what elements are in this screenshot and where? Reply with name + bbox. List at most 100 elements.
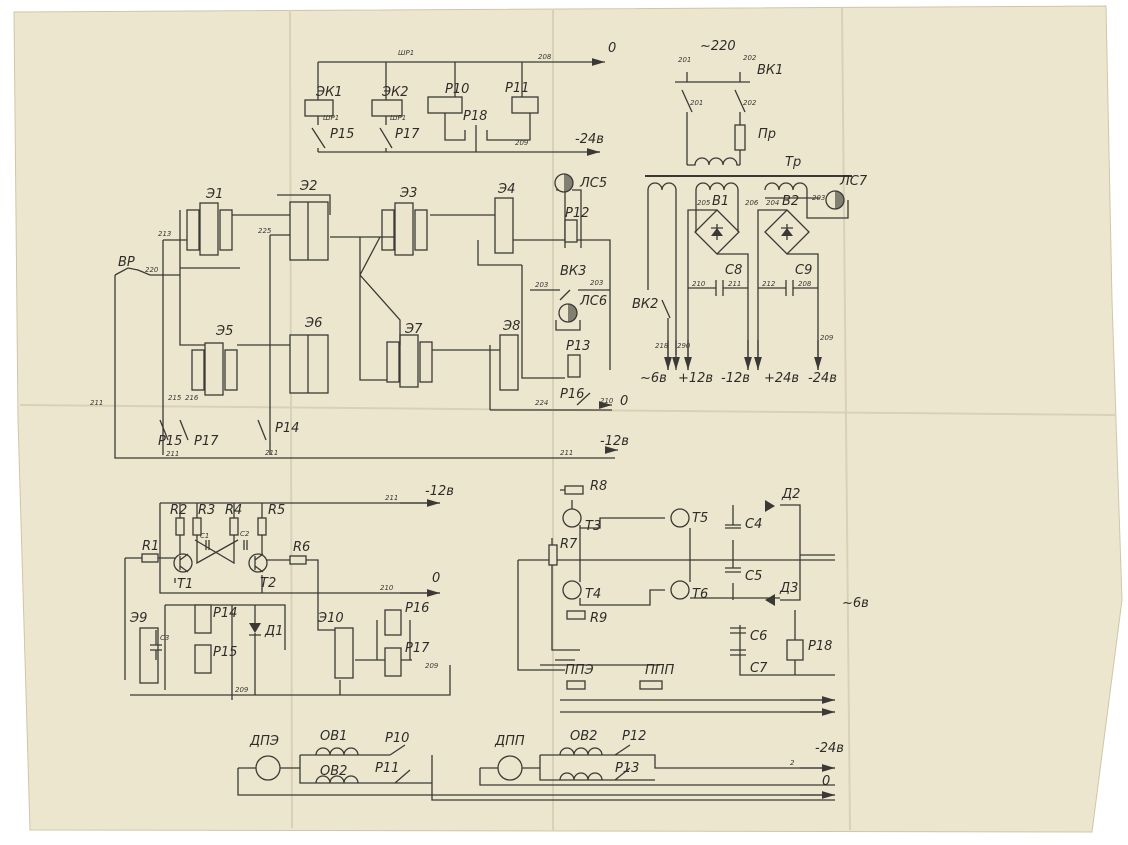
label-wire: 208 (538, 53, 552, 61)
label-tr: Тр (785, 155, 801, 170)
label-wire: 203 (590, 279, 603, 287)
label-r9: R9 (590, 611, 607, 626)
label-lc6: ЛС6 (579, 294, 607, 309)
wire (829, 191, 844, 209)
label-p10: Р10 (445, 82, 469, 97)
label-wire: 2 (790, 759, 795, 767)
transistor-t5 (670, 508, 690, 528)
label-vr: ВР (118, 255, 135, 270)
relay-ek1 (304, 99, 334, 117)
wire (311, 113, 600, 153)
label-zero: 0 (608, 41, 616, 56)
transistor-t6 (670, 580, 690, 600)
label-e1: Э1 (205, 187, 223, 202)
label-ppp: ППП (645, 663, 675, 678)
label-vk2: ВК2 (632, 297, 658, 312)
label-t1: T1 (177, 577, 193, 592)
label-t5: T5 (692, 511, 708, 526)
label-zero: 0 (432, 571, 440, 586)
label-e9: Э9 (129, 611, 147, 626)
resistor-r4 (229, 517, 239, 536)
wire (150, 605, 261, 695)
label-ek2: ЭК2 (381, 85, 409, 100)
label-p17: Р17 (405, 641, 430, 656)
label-wire: 209 (515, 139, 529, 147)
label-wire: 210 (692, 280, 706, 288)
label-r6: R6 (293, 540, 310, 555)
wire (317, 62, 523, 100)
output-plus24v: +24в (764, 371, 799, 386)
label-wire: 201 (678, 56, 691, 64)
element-e4 (494, 197, 514, 254)
label-wire: 210 (600, 397, 614, 405)
label-wire: 211 (728, 280, 741, 288)
label-wire: 290 (677, 342, 691, 350)
diode-d2 (765, 500, 775, 512)
label-p15: Р15 (213, 645, 237, 660)
relay-p15 (194, 644, 212, 674)
label-r7: R7 (560, 537, 578, 552)
label-c6: C6 (750, 629, 767, 644)
label-r3: R3 (198, 503, 215, 518)
label-dpe: ДПЭ (249, 734, 279, 749)
resistor-r3 (192, 517, 202, 536)
label-minus12: -12в (600, 434, 629, 449)
wire (419, 341, 433, 383)
label-wire: 204 (766, 199, 779, 207)
label-shr1: ШР1 (398, 49, 414, 57)
label-p10: Р10 (385, 731, 409, 746)
label-dpp: ДПП (494, 734, 525, 749)
wire (159, 419, 267, 441)
label-p18: Р18 (808, 639, 832, 654)
resistor-r1 (141, 553, 159, 563)
label-minus24: -24в (815, 741, 844, 756)
paper (13, 5, 1123, 833)
wire (711, 224, 793, 240)
element-e6 (289, 334, 329, 394)
resistor-r5 (257, 517, 267, 536)
relay-p16 (384, 609, 402, 636)
output-plus12v: +12в (678, 371, 713, 386)
label-wire: 211 (265, 449, 278, 457)
resistor-r9 (566, 610, 586, 620)
wire (568, 304, 577, 322)
potentiometer-ppp (639, 680, 663, 690)
wire (186, 209, 200, 251)
label-c2: C2 (240, 530, 250, 538)
label-wire: 212 (762, 280, 776, 288)
regulator-circuit: R8 R7 R9 T3 T5 T4 T6 C4 C5 C6 C7 Д2 Д3 Р… (517, 479, 869, 716)
element-e10 (334, 627, 354, 679)
label-c9: С9 (795, 263, 812, 278)
label-minus12: -12в (425, 484, 454, 499)
wire (675, 72, 750, 165)
wire (237, 754, 835, 801)
relay-p11 (511, 96, 539, 114)
label-220v: ~220 (700, 39, 736, 54)
output-6v-ac: ~6в (640, 371, 667, 386)
output-minus24v: -24в (808, 371, 837, 386)
label-wire: 210 (380, 584, 394, 592)
fold-line (841, 7, 851, 831)
label-c7: C7 (750, 661, 768, 676)
label-ov2: ОВ2 (320, 764, 347, 779)
label-e6: Э6 (304, 316, 322, 331)
label-r2: R2 (170, 503, 187, 518)
wire (386, 341, 400, 383)
transistor-t3 (562, 508, 582, 528)
logic-circuit: Э1 Э2 Э3 Э4 Э5 Э6 Э7 Э8 ЛС5 ЛС6 Р12 Р13 … (90, 173, 629, 459)
label-e5: Э5 (215, 324, 233, 339)
label-p17: Р17 (395, 127, 420, 142)
label-p12: Р12 (565, 206, 589, 221)
label-wire: 203 (812, 194, 825, 202)
element-e2 (289, 201, 329, 261)
wire (576, 392, 591, 406)
label-zero: 0 (822, 774, 830, 789)
wire (179, 540, 264, 573)
motor-dpe (255, 755, 281, 781)
wire (124, 502, 451, 700)
label-p11: Р11 (375, 761, 399, 776)
label-p16: Р16 (560, 387, 584, 402)
label-wire: 215 (168, 394, 182, 402)
relay-p10 (427, 96, 463, 114)
label-wire: 201 (690, 99, 703, 107)
